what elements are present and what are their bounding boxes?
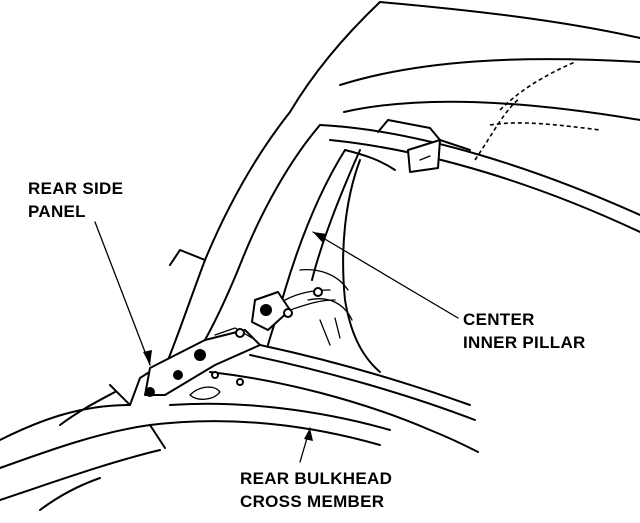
label-rear-bulkhead-line2: CROSS MEMBER — [240, 492, 384, 511]
roof-panel — [289, 1, 640, 161]
label-rear-bulkhead-line1: REAR BULKHEAD — [240, 469, 392, 488]
bolt-icon — [260, 304, 272, 316]
leader-lines — [94, 221, 459, 463]
roof-rail — [319, 119, 640, 233]
leader-rear-side-panel — [94, 221, 151, 366]
bolt-icon — [194, 349, 206, 361]
arrowhead-icon — [313, 232, 327, 242]
leader-center-inner-pillar — [312, 231, 459, 319]
label-center-inner-pillar-line1: CENTER — [463, 310, 535, 329]
arrowhead-icon — [304, 428, 313, 441]
pillar-bracket — [251, 287, 336, 331]
label-center-inner-pillar-line2: INNER PILLAR — [463, 333, 586, 352]
bolt-icon — [173, 370, 183, 380]
lower-body-sill — [0, 384, 166, 511]
arrowhead-icon — [143, 350, 152, 365]
lower-bracket — [144, 327, 261, 397]
label-rear-side-panel-line2: PANEL — [28, 202, 86, 221]
bolt-icon — [145, 387, 155, 397]
label-rear-side-panel-line1: REAR SIDE — [28, 179, 123, 198]
rear-bulkhead-cross-member-shape — [149, 344, 479, 453]
center-inner-pillar-shape — [267, 149, 396, 373]
